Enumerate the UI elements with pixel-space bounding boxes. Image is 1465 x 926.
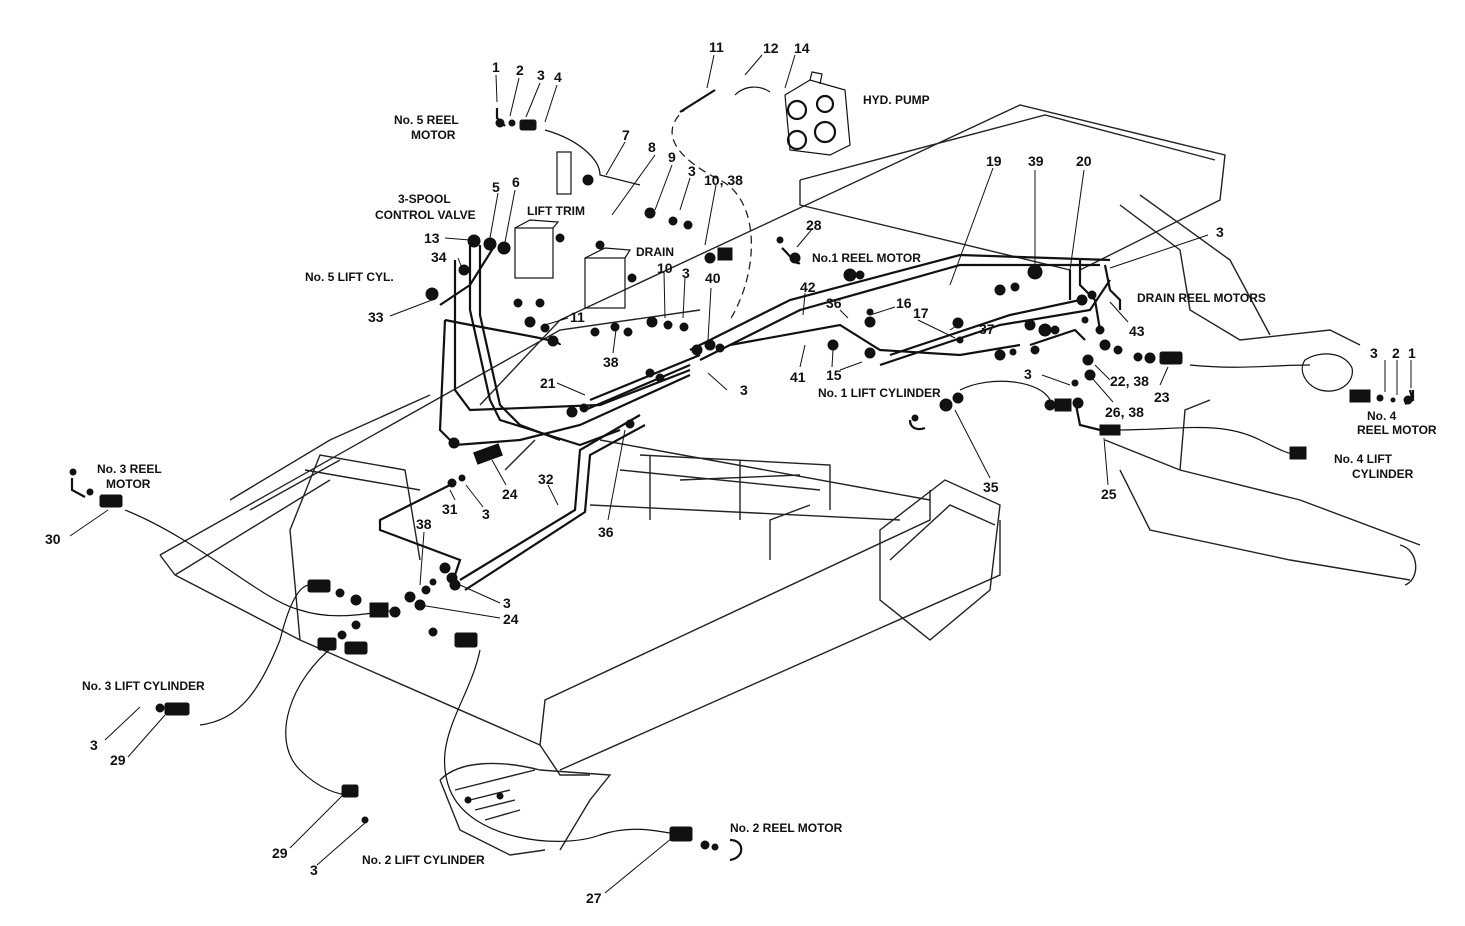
callout-28: 28 xyxy=(806,217,822,233)
callout-25: 25 xyxy=(1101,486,1117,502)
callout-37: 37 xyxy=(979,321,995,337)
callout-3: 3 xyxy=(740,382,748,398)
callout-17: 17 xyxy=(913,305,929,321)
label-no5-reel-motor: No. 5 REEL xyxy=(394,113,459,127)
label-3-spool-control-valve-line2: CONTROL VALVE xyxy=(375,208,476,222)
label-no5-lift-cyl: No. 5 LIFT CYL. xyxy=(305,270,394,284)
callout-21: 21 xyxy=(540,375,556,391)
callout-7: 7 xyxy=(622,127,630,143)
callout-2: 2 xyxy=(516,62,524,78)
callout-4: 4 xyxy=(554,69,562,85)
callout-38: 38 xyxy=(603,354,619,370)
callout-16: 16 xyxy=(896,295,912,311)
callout-41: 41 xyxy=(790,369,806,385)
callout-29: 29 xyxy=(110,752,126,768)
callout-36: 36 xyxy=(598,524,614,540)
callout-34: 34 xyxy=(431,249,447,265)
callout-23: 23 xyxy=(1154,389,1170,405)
callout-31: 31 xyxy=(442,501,458,517)
part-callouts: 1 2 3 4 11 12 14 7 8 9 3 10, 38 5 6 13 3… xyxy=(45,39,1416,906)
label-no5-reel-motor-line2: MOTOR xyxy=(411,128,456,142)
callout-42: 42 xyxy=(800,279,816,295)
callout-3: 3 xyxy=(1216,224,1224,240)
callout-6: 6 xyxy=(512,174,520,190)
callout-3: 3 xyxy=(90,737,98,753)
callout-11: 11 xyxy=(570,309,585,325)
callout-13: 13 xyxy=(424,230,440,246)
callout-3: 3 xyxy=(688,163,696,179)
machine-frame xyxy=(159,104,1421,856)
callout-32: 32 xyxy=(538,471,554,487)
callout-2: 2 xyxy=(1392,345,1400,361)
callout-1: 1 xyxy=(492,59,500,75)
label-lift-trim: LIFT TRIM xyxy=(527,204,585,218)
callout-24: 24 xyxy=(503,611,519,627)
callout-8: 8 xyxy=(648,139,656,155)
callout-3: 3 xyxy=(1370,345,1378,361)
callout-36: 36 xyxy=(826,295,842,311)
fittings xyxy=(69,108,1415,862)
hydraulic-pump xyxy=(784,71,851,156)
callout-38: 38 xyxy=(416,516,432,532)
leader-lines xyxy=(69,54,1412,894)
label-no3-lift-cylinder: No. 3 LIFT CYLINDER xyxy=(82,679,205,693)
callout-11: 11 xyxy=(709,39,724,55)
callout-39: 39 xyxy=(1028,153,1044,169)
callout-3: 3 xyxy=(482,506,490,522)
callout-27: 27 xyxy=(586,890,602,906)
callout-30: 30 xyxy=(45,531,61,547)
label-no1-lift-cylinder: No. 1 LIFT CYLINDER xyxy=(818,386,941,400)
callout-24: 24 xyxy=(502,486,518,502)
label-hyd-pump: HYD. PUMP xyxy=(863,93,930,107)
label-drain: DRAIN xyxy=(636,245,674,259)
callout-33: 33 xyxy=(368,309,384,325)
callout-40: 40 xyxy=(705,270,721,286)
callout-29: 29 xyxy=(272,845,288,861)
callout-10-38: 10, 38 xyxy=(704,172,743,188)
callout-12: 12 xyxy=(763,40,779,56)
label-no2-lift-cylinder: No. 2 LIFT CYLINDER xyxy=(362,853,485,867)
callout-3: 3 xyxy=(310,862,318,878)
hydraulic-lines xyxy=(124,86,1311,842)
callout-20: 20 xyxy=(1076,153,1092,169)
label-no4-lift-cylinder: No. 4 LIFT xyxy=(1334,452,1393,466)
callout-22-38: 22, 38 xyxy=(1110,373,1149,389)
callout-43: 43 xyxy=(1129,323,1145,339)
callout-3: 3 xyxy=(503,595,511,611)
label-no4-reel-motor-line2: REEL MOTOR xyxy=(1357,423,1437,437)
callout-5: 5 xyxy=(492,179,500,195)
callout-35: 35 xyxy=(983,479,999,495)
label-drain-reel-motors: DRAIN REEL MOTORS xyxy=(1137,291,1266,305)
label-no4-reel-motor: No. 4 xyxy=(1367,409,1397,423)
callout-15: 15 xyxy=(826,367,842,383)
callout-3: 3 xyxy=(682,265,690,281)
callout-9: 9 xyxy=(668,149,676,165)
label-no4-lift-cylinder-line2: CYLINDER xyxy=(1352,467,1414,481)
label-no1-reel-motor: No.1 REEL MOTOR xyxy=(812,251,921,265)
component-labels: HYD. PUMP No. 5 REEL MOTOR 3-SPOOL CONTR… xyxy=(82,93,1437,867)
callout-19: 19 xyxy=(986,153,1002,169)
callout-10: 10 xyxy=(657,260,673,276)
callout-26-38: 26, 38 xyxy=(1105,404,1144,420)
label-3-spool-control-valve: 3-SPOOL xyxy=(398,192,451,206)
callout-3: 3 xyxy=(537,67,545,83)
callout-1: 1 xyxy=(1408,345,1416,361)
label-no3-reel-motor-line2: MOTOR xyxy=(106,477,151,491)
label-no2-reel-motor: No. 2 REEL MOTOR xyxy=(730,821,843,835)
label-no3-reel-motor: No. 3 REEL xyxy=(97,462,162,476)
callout-14: 14 xyxy=(794,40,810,56)
callout-3: 3 xyxy=(1024,366,1032,382)
